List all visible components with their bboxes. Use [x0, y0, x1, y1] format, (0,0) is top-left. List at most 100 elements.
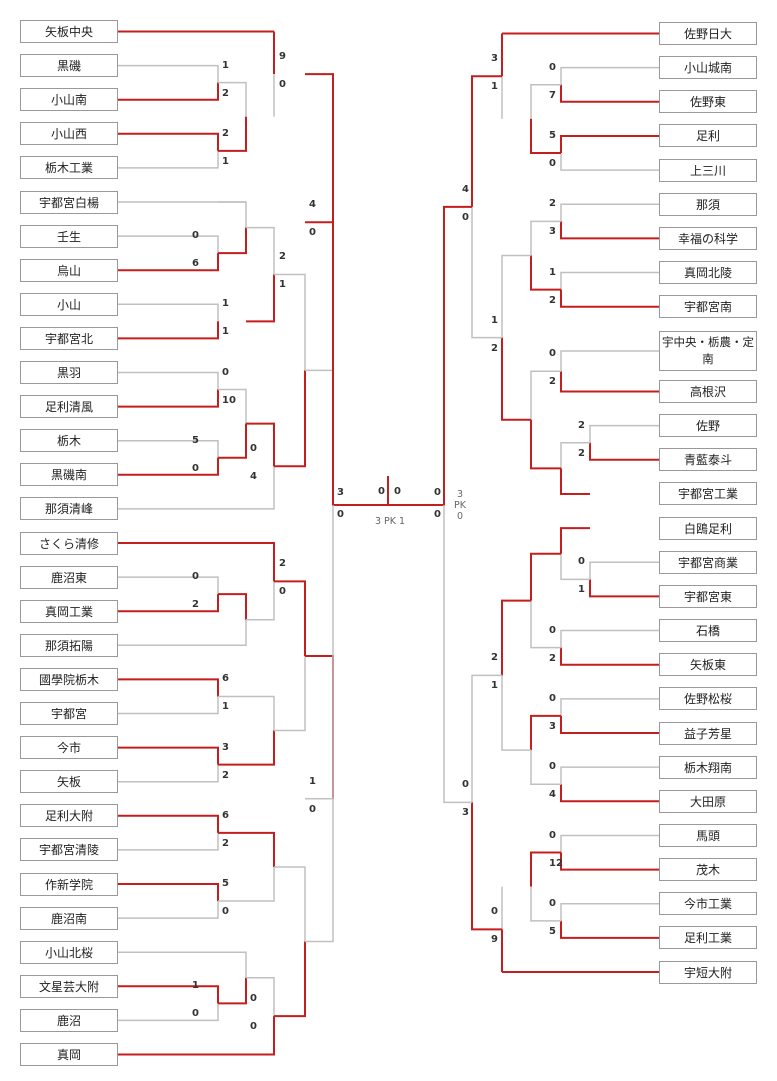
bracket-line: [589, 442, 659, 461]
score-label: 0: [434, 509, 441, 520]
score-label: 3: [462, 807, 469, 819]
score-label: 0: [192, 1008, 199, 1020]
left-team-box: 黒磯: [20, 54, 118, 78]
score-label: 0: [491, 906, 498, 918]
bracket-line: [118, 764, 219, 783]
bracket-line: [530, 118, 561, 155]
left-team-box: 那須拓陽: [20, 633, 118, 657]
score-label: 1: [192, 980, 199, 992]
score-label: 0: [192, 462, 199, 474]
bracket-line: [274, 370, 306, 468]
bracket-line: [246, 1016, 275, 1056]
side-pk-note: 3 PK 0: [450, 489, 470, 522]
score-label: 7: [549, 89, 556, 101]
right-team-box: 馬頭: [659, 823, 757, 847]
score-label: 1: [491, 81, 498, 93]
left-team-box: 宇都宮: [20, 702, 118, 725]
bracket-line: [118, 576, 219, 595]
score-label: 2: [222, 87, 229, 99]
final-right-score: 0: [394, 486, 401, 497]
bracket-line: [501, 599, 531, 676]
bracket-line: [560, 852, 659, 871]
bracket-line: [530, 714, 561, 751]
bracket-line: [218, 951, 247, 978]
bracket-line: [501, 337, 531, 421]
left-team-box: 小山西: [20, 122, 118, 146]
score-label: 1: [491, 314, 498, 326]
left-team-box: 鹿沼東: [20, 565, 118, 589]
left-team-box: 烏山: [20, 258, 118, 282]
left-team-box: 鹿沼: [20, 1008, 118, 1032]
bracket-line: [305, 505, 334, 800]
score-label: 0: [279, 586, 286, 598]
left-team-box: 矢板: [20, 770, 118, 794]
score-label: 6: [192, 258, 199, 270]
bracket-line: [471, 802, 502, 931]
score-label: 1: [578, 584, 585, 596]
bracket-line: [530, 750, 561, 785]
bracket-line: [560, 66, 659, 85]
bracket-line: [246, 422, 275, 467]
right-team-box: 佐野日大: [659, 22, 757, 45]
score-label: 0: [549, 158, 556, 170]
score-label: 1: [549, 266, 556, 278]
score-label: 0: [222, 366, 229, 378]
bracket-line: [118, 64, 219, 83]
bracket-line: [560, 553, 590, 581]
bracket-line: [305, 798, 334, 943]
score-label: 2: [222, 127, 229, 139]
bracket-line: [305, 221, 388, 506]
left-team-box: 矢板中央: [20, 20, 118, 43]
score-label: 2: [549, 294, 556, 306]
score-label: 1: [222, 59, 229, 71]
bracket-line: [560, 221, 659, 240]
bracket-line: [118, 303, 219, 322]
score-label: 0: [549, 624, 556, 636]
score-label: 3: [222, 741, 229, 753]
bracket-line: [589, 561, 659, 580]
score-label: 0: [549, 829, 556, 841]
score-label: 3: [337, 487, 344, 498]
score-label: 1: [222, 298, 229, 310]
bracket-line: [471, 674, 502, 803]
right-team-box: 大田原: [659, 789, 757, 813]
bracket-line: [118, 389, 219, 408]
score-label: 2: [578, 447, 585, 459]
bracket-line: [118, 150, 219, 169]
score-label: 2: [549, 376, 556, 388]
left-team-box: 小山: [20, 292, 118, 316]
score-label: 0: [222, 906, 229, 918]
bracket-line: [118, 1003, 219, 1022]
bracket-line: [118, 235, 219, 254]
bracket-line: [118, 678, 219, 697]
bracket-line: [118, 82, 219, 101]
final-left-score: 0: [378, 486, 385, 497]
bracket-line: [274, 655, 306, 732]
score-label: 0: [549, 692, 556, 704]
bracket-line: [560, 715, 659, 734]
bracket-line: [274, 580, 306, 656]
bracket-line: [560, 153, 659, 171]
score-label: 6: [222, 673, 229, 685]
bracket-line: [218, 388, 247, 424]
left-team-box: 文星芸大附: [20, 974, 118, 998]
score-label: 0: [250, 993, 257, 1005]
score-label: 2: [279, 558, 286, 570]
right-team-box: 佐野: [659, 414, 757, 438]
right-team-box: 茂木: [659, 858, 757, 882]
bracket-line: [530, 220, 561, 256]
right-team-box: 石橋: [659, 619, 757, 643]
score-label: 2: [222, 769, 229, 781]
right-team-box: 宇都宮東: [659, 584, 757, 608]
bracket-line: [589, 579, 659, 598]
right-team-box: 宇短大附: [659, 960, 757, 984]
bracket-line: [118, 814, 219, 833]
right-team-box: 矢板東: [659, 653, 757, 677]
score-label: 0: [192, 230, 199, 242]
score-label: 6: [222, 809, 229, 821]
bracket-line: [530, 370, 561, 420]
score-label: 4: [549, 789, 556, 801]
bracket-line: [118, 746, 219, 765]
right-team-box: 佐野東: [659, 90, 757, 114]
